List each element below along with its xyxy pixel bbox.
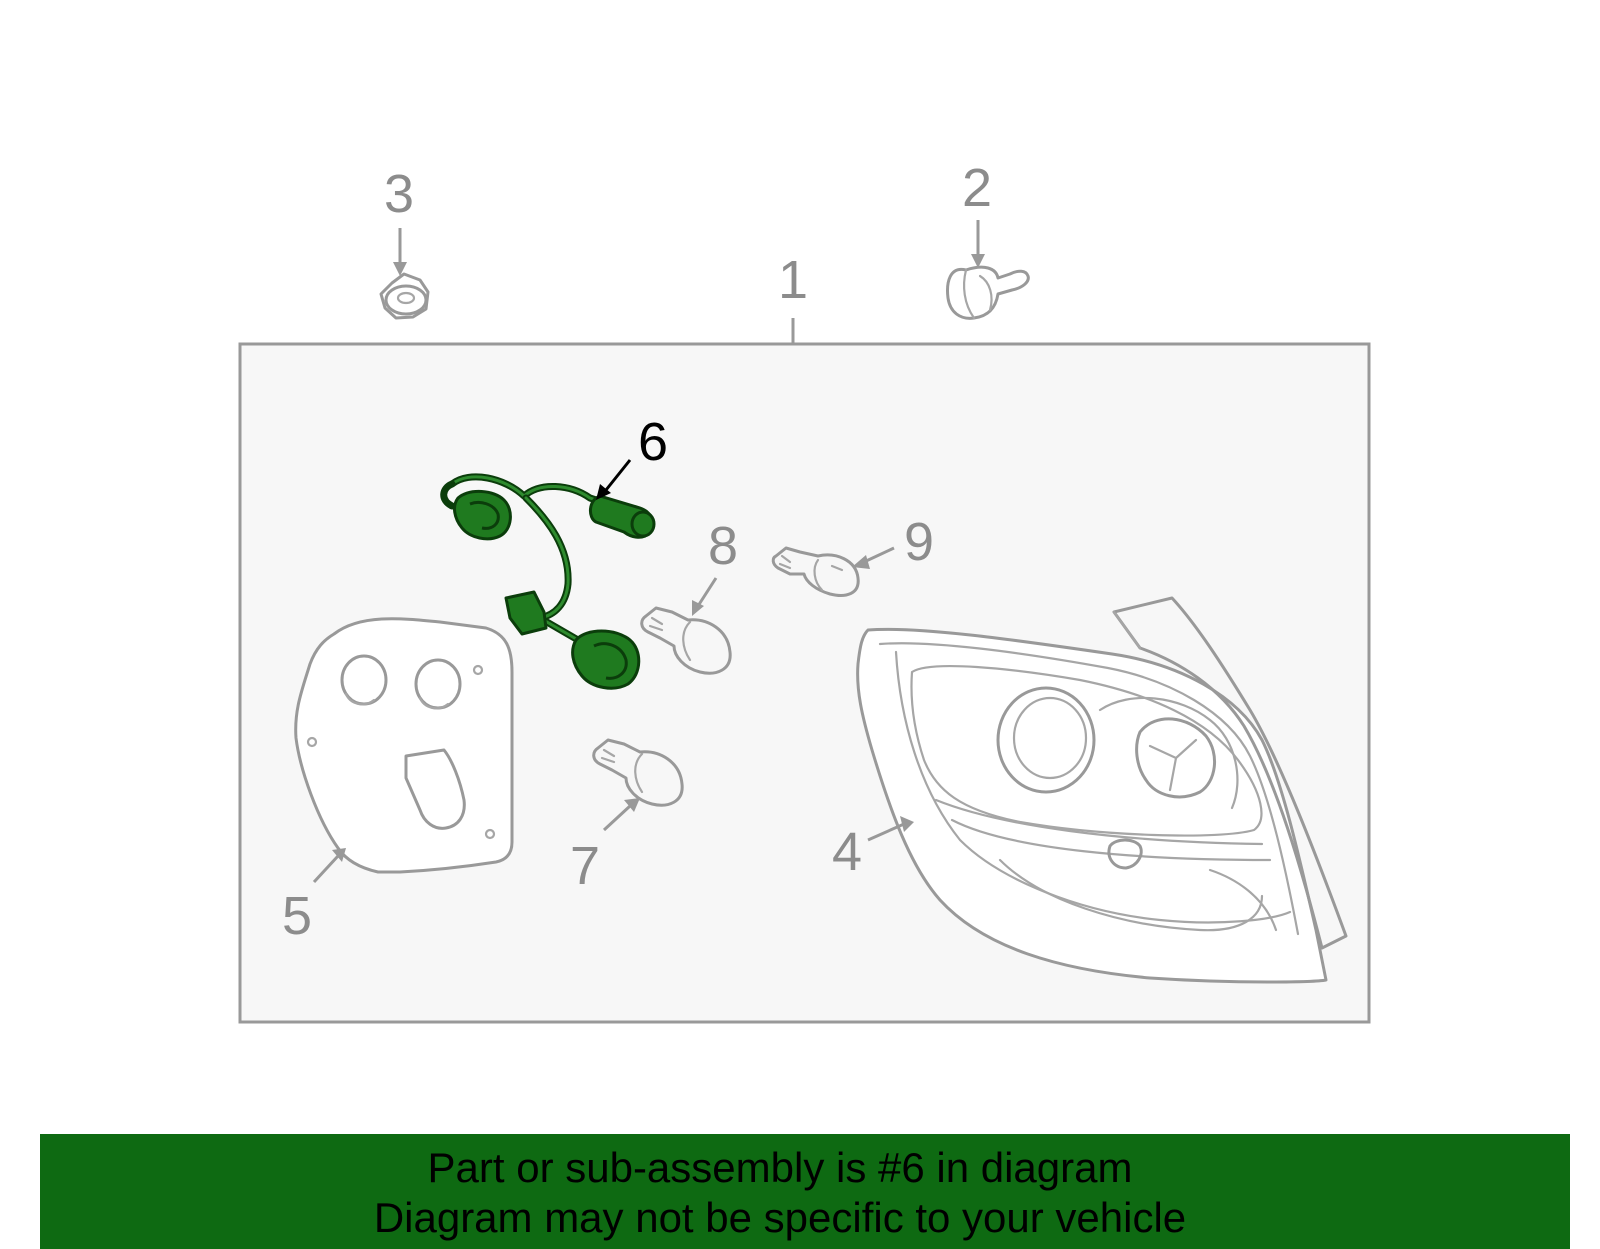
callout-9-leader	[863, 546, 895, 564]
callout-6-arrowhead	[596, 484, 611, 500]
callout-5[interactable]: 5	[282, 886, 312, 946]
info-banner: Part or sub-assembly is #6 in diagram Di…	[40, 1134, 1570, 1249]
banner-part-note: Part or sub-assembly is #6 in diagram	[427, 1144, 1133, 1191]
callout-6[interactable]: 6	[638, 412, 668, 472]
part-9-bulb[interactable]	[771, 546, 860, 597]
callout-9[interactable]: 9	[904, 512, 934, 572]
part-6-wire-harness[interactable]	[440, 473, 656, 690]
callout-7[interactable]: 7	[570, 836, 600, 896]
part-7-bulb[interactable]	[592, 738, 684, 807]
part-2-push-clip[interactable]	[946, 265, 1030, 320]
callout-8-leader	[696, 577, 718, 607]
callout-3-arrowhead	[393, 262, 407, 276]
banner-disclaimer: Diagram may not be specific to your vehi…	[373, 1194, 1187, 1241]
part-5-gasket[interactable]	[294, 617, 514, 874]
callout-5-arrowhead	[332, 848, 346, 862]
callout-4-arrowhead	[900, 816, 914, 832]
callout-3[interactable]: 3	[384, 164, 414, 224]
callout-4-leader	[867, 822, 905, 842]
callout-2-arrowhead	[971, 254, 985, 268]
callout-8[interactable]: 8	[708, 516, 738, 576]
callout-5-leader	[312, 854, 340, 884]
part-3-nut[interactable]	[379, 272, 430, 320]
part-8-bulb[interactable]	[640, 606, 732, 675]
callout-1[interactable]: 1	[778, 250, 808, 310]
callout-2[interactable]: 2	[962, 158, 992, 218]
callout-8-arrowhead	[692, 600, 704, 616]
callout-9-arrowhead	[852, 555, 870, 569]
callout-7-leader	[602, 804, 632, 832]
callout-6-leader	[604, 459, 632, 491]
callout-4[interactable]: 4	[832, 822, 862, 882]
callout-7-arrowhead	[624, 798, 640, 812]
part-4-tail-lamp[interactable]	[856, 596, 1348, 984]
